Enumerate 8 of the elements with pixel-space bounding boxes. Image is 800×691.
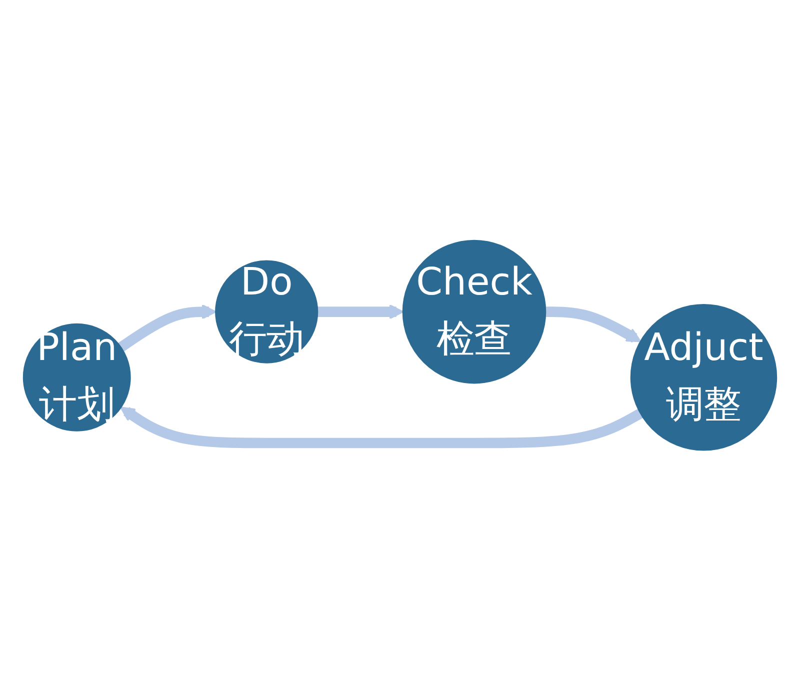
arrow — [118, 304, 217, 352]
process-circle: Adjuct 调整 — [630, 304, 778, 451]
arrow — [545, 306, 642, 343]
process-circle: Check 检查 — [402, 240, 546, 384]
arrow — [317, 304, 404, 320]
process-circle: Do 行动 — [215, 260, 318, 364]
arrow — [120, 406, 644, 448]
process-circle: Plan 计划 — [22, 324, 131, 432]
